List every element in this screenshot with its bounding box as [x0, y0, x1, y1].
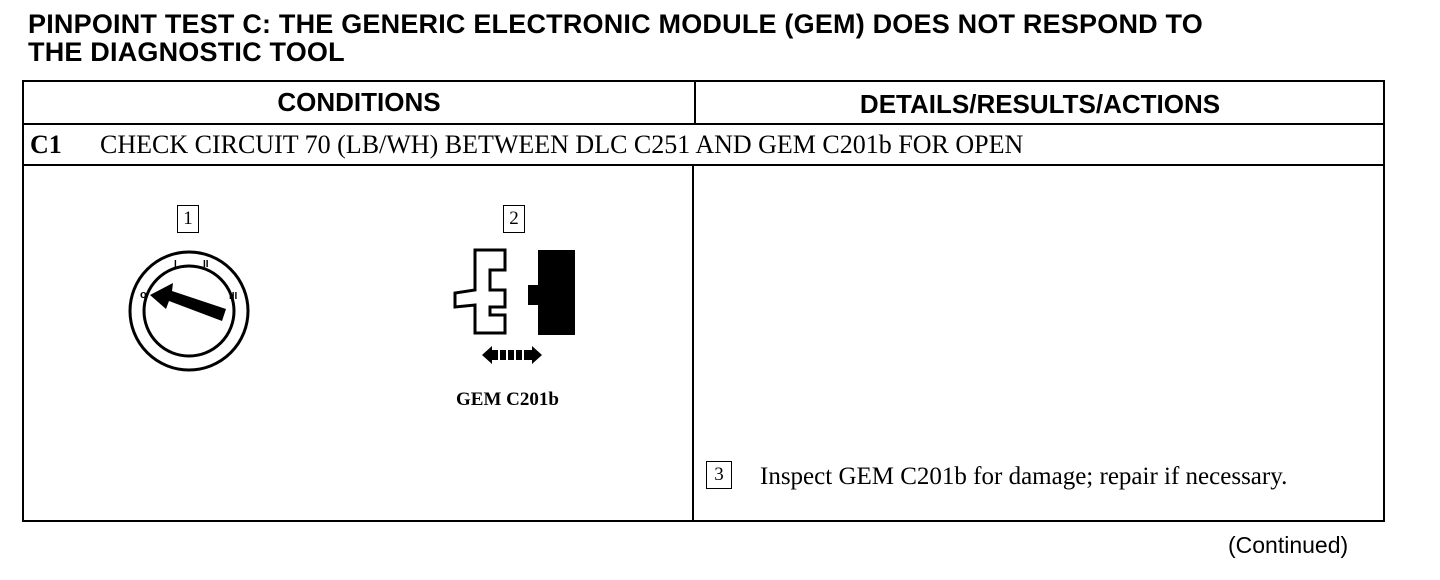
- step-id: C1: [30, 130, 62, 159]
- svg-text:III: III: [229, 291, 238, 302]
- callout-1: 1: [177, 205, 199, 233]
- header-column-divider: [694, 80, 696, 125]
- connector-disconnect-icon: [453, 248, 575, 364]
- svg-text:o: o: [140, 289, 147, 301]
- step-divider: [22, 164, 1385, 166]
- title-line-2: THE DIAGNOSTIC TOOL: [28, 37, 345, 67]
- ignition-switch-off-icon: o I II III: [128, 250, 250, 372]
- callout-3: 3: [706, 461, 732, 489]
- pinpoint-table: [22, 80, 1385, 522]
- step-row: C1 CHECK CIRCUIT 70 (LB/WH) BETWEEN DLC C…: [30, 128, 1380, 162]
- svg-text:I: I: [174, 259, 177, 270]
- callout-2: 2: [503, 205, 525, 233]
- page-title: PINPOINT TEST C: THE GENERIC ELECTRONIC …: [28, 10, 1408, 66]
- svg-text:II: II: [203, 259, 209, 270]
- continued-label: (Continued): [1228, 532, 1349, 558]
- conditions-header: CONDITIONS: [277, 87, 441, 117]
- actions-header: DETAILS/RESULTS/ACTIONS: [859, 89, 1221, 119]
- title-line-1: PINPOINT TEST C: THE GENERIC ELECTRONIC …: [28, 9, 1203, 39]
- connector-caption: GEM C201b: [456, 389, 559, 410]
- step-description: CHECK CIRCUIT 70 (LB/WH) BETWEEN DLC C25…: [100, 130, 1024, 159]
- header-divider: [22, 123, 1385, 125]
- body-column-divider: [692, 164, 694, 522]
- action-3-text: Inspect GEM C201b for damage; repair if …: [760, 463, 1288, 490]
